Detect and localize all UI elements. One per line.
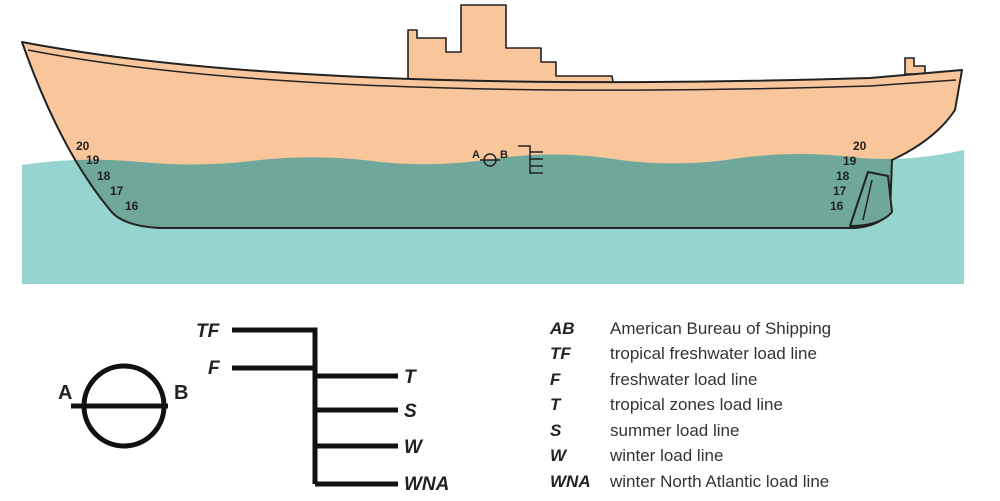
hull-ring-label-a: A xyxy=(472,149,480,161)
stern-draft-16: 16 xyxy=(125,199,139,213)
legend-abbr: TF xyxy=(550,344,571,363)
load-line-label-tf: TF xyxy=(196,321,221,342)
legend-abbr: AB xyxy=(549,319,575,338)
submerged-hull xyxy=(22,150,964,229)
legend-text: tropical zones load line xyxy=(610,395,783,414)
plimsoll-mark: A B xyxy=(58,363,188,449)
legend: AB American Bureau of Shipping TF tropic… xyxy=(549,319,831,491)
legend-text: freshwater load line xyxy=(610,370,757,389)
legend-text: tropical freshwater load line xyxy=(610,344,817,363)
legend-abbr: F xyxy=(550,370,561,389)
legend-abbr: WNA xyxy=(550,472,591,491)
load-line-label-t: T xyxy=(404,367,417,388)
plimsoll-label-a: A xyxy=(58,382,72,404)
hull-plimsoll-mark: A B xyxy=(472,145,543,174)
load-line-label-f: F xyxy=(208,358,221,379)
legend-abbr: T xyxy=(550,395,562,414)
bow-draft-17: 17 xyxy=(833,184,847,198)
legend-text: winter North Atlantic load line xyxy=(609,472,829,491)
bow-draft-20: 20 xyxy=(853,139,867,153)
bow-mast xyxy=(904,57,926,75)
bow-draft-marks: 20 19 18 17 16 xyxy=(830,139,867,213)
stern-draft-20: 20 xyxy=(76,139,90,153)
stern-draft-marks: 20 19 18 17 16 xyxy=(76,139,139,213)
bow-fin xyxy=(849,171,893,227)
bow-draft-19: 19 xyxy=(843,154,857,168)
stern-draft-18: 18 xyxy=(97,169,111,183)
load-line-label-wna: WNA xyxy=(404,474,449,495)
plimsoll-label-b: B xyxy=(174,382,188,404)
load-line-ladder: TF F T S W WNA xyxy=(196,321,449,495)
legend-text: American Bureau of Shipping xyxy=(610,319,831,338)
bow-draft-16: 16 xyxy=(830,199,844,213)
legend-text: summer load line xyxy=(610,421,739,440)
ship-superstructure xyxy=(407,4,615,89)
stern-draft-17: 17 xyxy=(110,184,124,198)
legend-text: winter load line xyxy=(609,446,723,465)
stern-draft-19: 19 xyxy=(86,153,100,167)
load-line-label-s: S xyxy=(404,401,417,422)
legend-abbr: S xyxy=(550,421,562,440)
bow-draft-18: 18 xyxy=(836,169,850,183)
load-line-bars xyxy=(232,327,398,487)
sheer-line xyxy=(27,49,957,91)
hull-ring-label-b: B xyxy=(500,149,508,161)
load-line-label-w: W xyxy=(404,437,424,458)
legend-abbr: W xyxy=(550,446,568,465)
bow-fin-line xyxy=(862,179,873,221)
hull-load-line-ladder xyxy=(518,145,543,174)
